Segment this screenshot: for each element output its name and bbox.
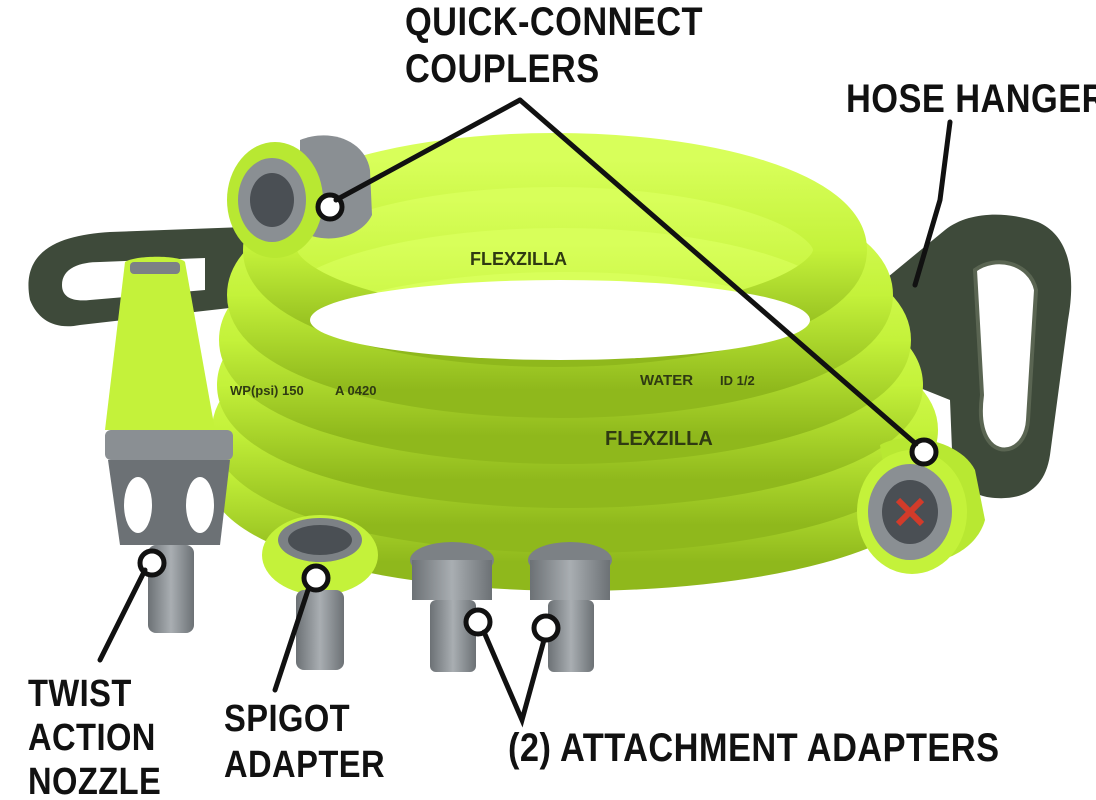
hose-brand-print-2: FLEXZILLA (605, 428, 713, 450)
hose-printing: FLEXZILLA WATER ID 1/2 WP(psi) 150 A 042… (230, 249, 755, 450)
spigot-adapter-label: SPIGOT ADAPTER (224, 700, 385, 792)
right-coupler (857, 437, 985, 574)
twist-action-nozzle (105, 256, 233, 633)
quick-connect-label-line-1: QUICK-CONNECT (405, 0, 703, 44)
leader-hose-hanger (912, 119, 953, 288)
nozzle-label-line-3: NOZZLE (28, 761, 162, 800)
nozzle-label-line-1: TWIST (28, 673, 132, 715)
hose-id-print: ID 1/2 (720, 373, 755, 388)
top-coupler (227, 135, 372, 258)
hose-brand-print: FLEXZILLA (470, 249, 567, 269)
quick-connect-couplers-label: QUICK-CONNECT COUPLERS (405, 2, 703, 96)
hose-hanger-label: HOSE HANGER (846, 79, 1096, 119)
quick-connect-label-line-2: COUPLERS (405, 47, 600, 91)
callout-leader-lines (97, 97, 953, 728)
spigot-adapter (262, 515, 378, 670)
leader-right-coupler (517, 97, 919, 447)
spigot-label-line-2: ADAPTER (224, 744, 385, 786)
attachment-adapters-label-text: (2) ATTACHMENT ADAPTERS (508, 726, 1000, 770)
hose-code-print: A 0420 (335, 383, 376, 398)
leader-spigot (272, 587, 311, 693)
leader-top-coupler (333, 97, 523, 203)
spigot-label-line-1: SPIGOT (224, 698, 351, 740)
hose-hanger-label-text: HOSE HANGER (846, 77, 1096, 121)
twist-action-nozzle-label: TWIST ACTION NOZZLE (28, 675, 161, 800)
leader-nozzle (97, 567, 148, 663)
leader-attachment-adapters (481, 629, 547, 728)
attachment-adapters-label: (2) ATTACHMENT ADAPTERS (508, 728, 999, 768)
attachment-adapters (410, 542, 612, 672)
hose-pressure-print: WP(psi) 150 (230, 383, 304, 398)
hose-water-print: WATER (640, 372, 693, 389)
nozzle-label-line-2: ACTION (28, 717, 156, 759)
